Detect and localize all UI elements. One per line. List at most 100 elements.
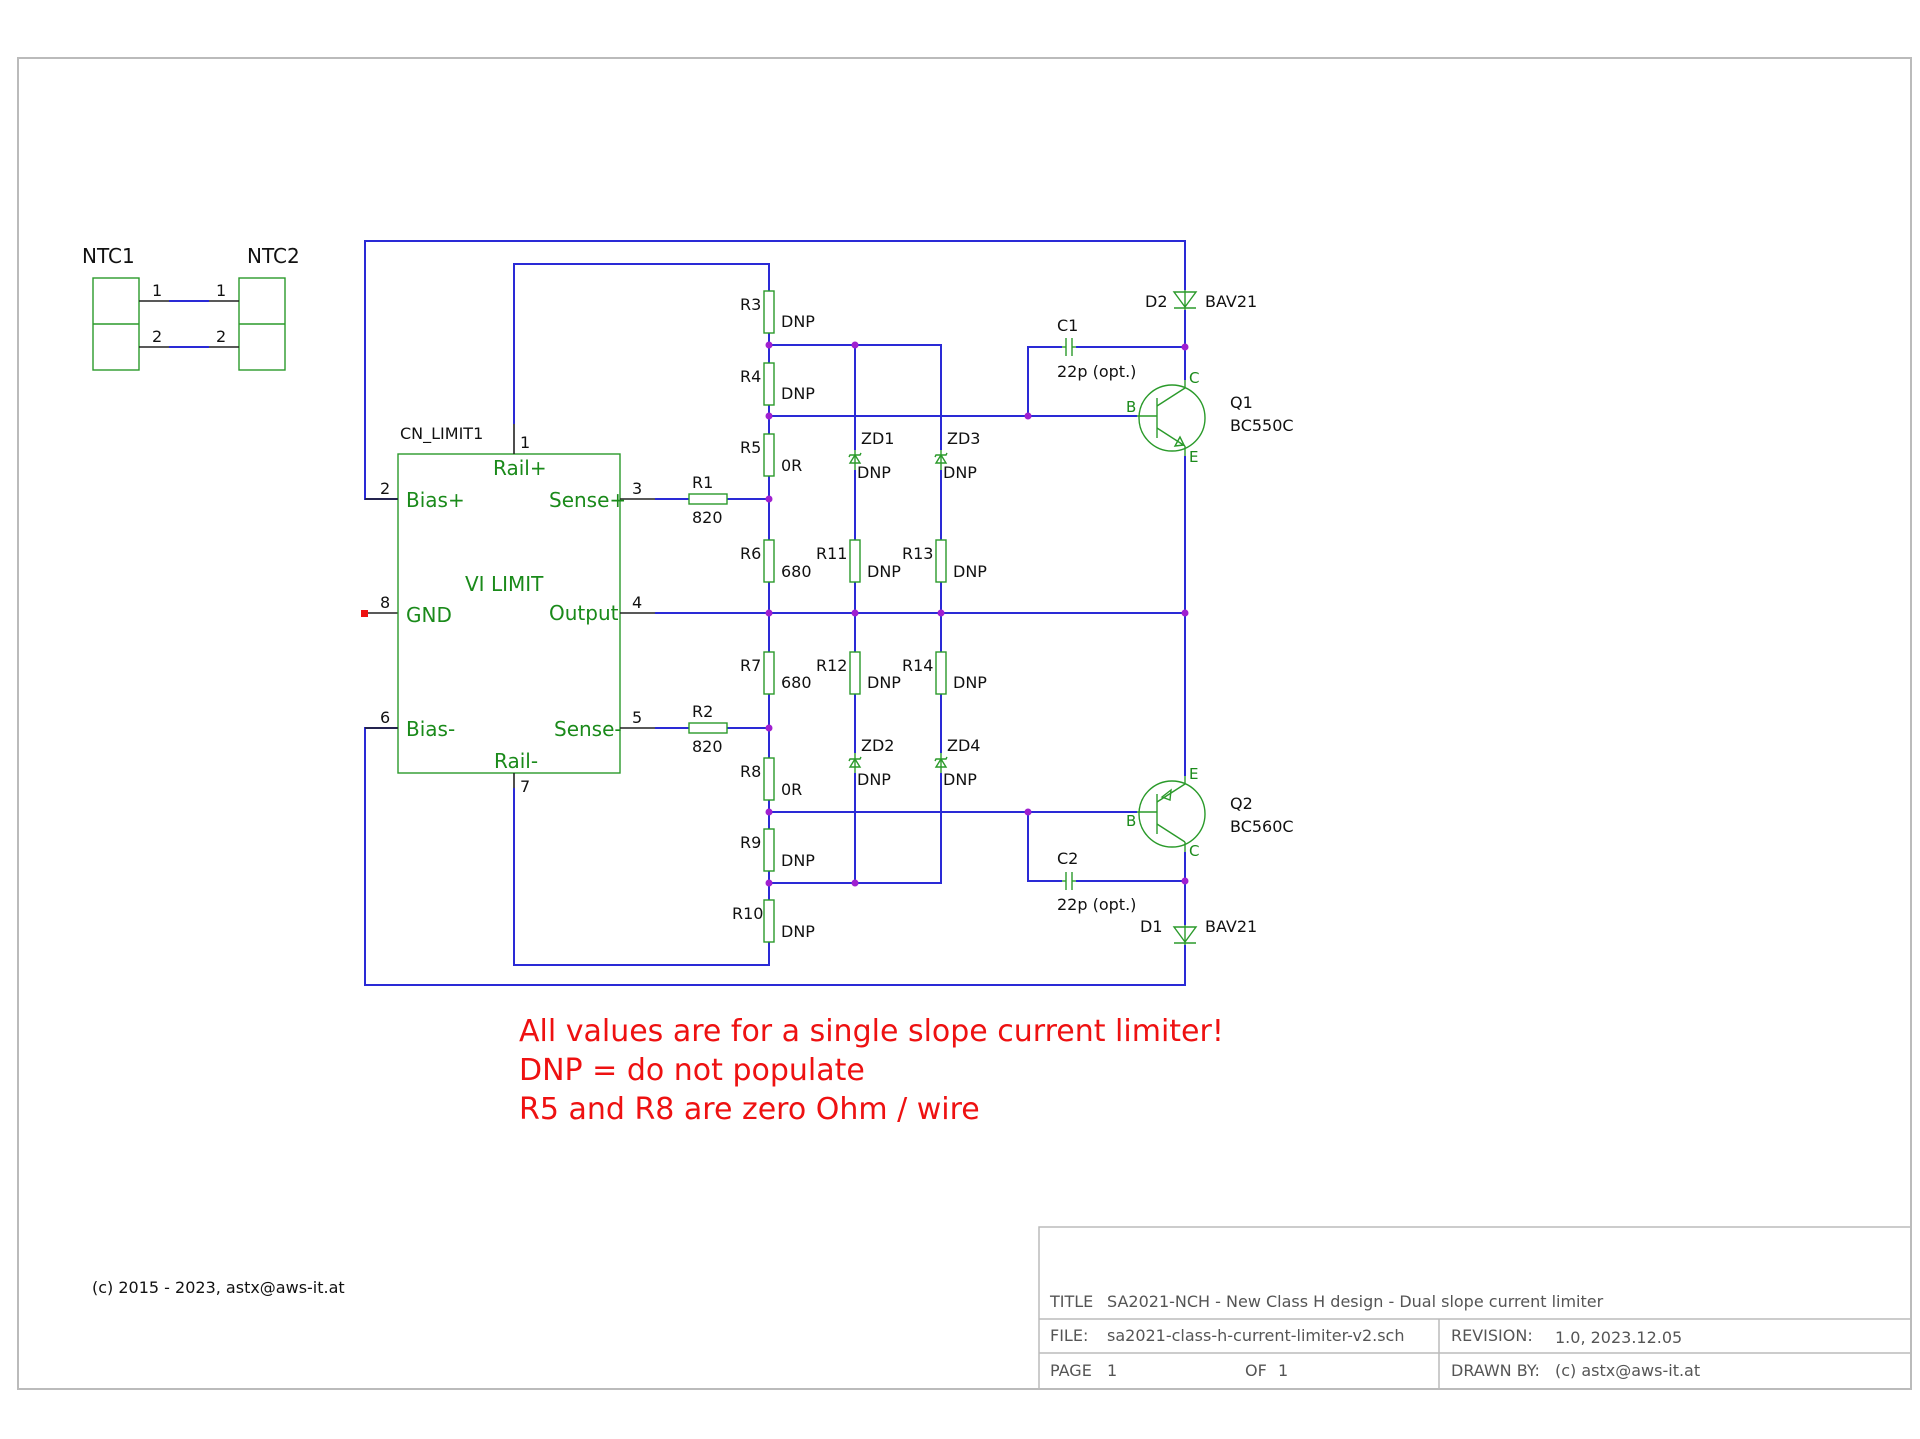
ntc1-connector: NTC1: [82, 244, 140, 371]
resistor-r7: R7 680: [740, 651, 812, 695]
r8-value: 0R: [781, 780, 802, 799]
sheet-border: [17, 57, 1912, 1390]
q1-pin-b: B: [1126, 398, 1136, 416]
page-value: 1: [1107, 1361, 1117, 1380]
drawn-by-value: (c) astx@aws-it.at: [1555, 1361, 1700, 1380]
pin-num-4: 4: [632, 593, 642, 612]
resistor-r2: R2 820: [688, 702, 728, 756]
r13-value: DNP: [953, 562, 987, 581]
zd2-ref: ZD2: [861, 736, 894, 755]
r6-value: 680: [781, 562, 812, 581]
r4-ref: R4: [740, 367, 761, 386]
pin-name-rail-minus: Rail-: [494, 749, 538, 773]
capacitor-c2: C2 22p (opt.): [1057, 849, 1136, 914]
ntc1-pin-2: 2: [152, 327, 162, 346]
r4-value: DNP: [781, 384, 815, 403]
title-label: TITLE: [1049, 1292, 1093, 1311]
q1-value: BC550C: [1230, 416, 1294, 435]
of-label: OF: [1245, 1361, 1267, 1380]
resistor-r6: R6 680: [740, 539, 812, 583]
zener-zd2: ZD2 DNP: [848, 736, 894, 789]
zener-zd4: ZD4 DNP: [934, 736, 980, 789]
drawn-by-label: DRAWN BY:: [1451, 1361, 1540, 1380]
d2-ref: D2: [1145, 292, 1168, 311]
q1-pin-e: E: [1189, 448, 1198, 466]
q2-pin-b: B: [1126, 812, 1136, 830]
ntc1-pin-1: 1: [152, 281, 162, 300]
resistor-r14: R14 DNP: [902, 651, 987, 695]
ntc2-ref: NTC2: [247, 244, 300, 268]
c1-ref: C1: [1057, 316, 1078, 335]
r2-value: 820: [692, 737, 723, 756]
pin-num-3: 3: [632, 479, 642, 498]
zd4-value: DNP: [943, 770, 977, 789]
file-label: FILE:: [1050, 1326, 1088, 1345]
resistor-r3: R3 DNP: [740, 290, 815, 334]
pin-num-7: 7: [520, 777, 530, 796]
r1-ref: R1: [692, 473, 713, 492]
revision-value: 1.0, 2023.12.05: [1555, 1328, 1682, 1347]
r11-ref: R11: [816, 544, 847, 563]
q1-ref: Q1: [1230, 393, 1253, 412]
cn-limit1-ref: CN_LIMIT1: [400, 424, 483, 444]
d2-value: BAV21: [1205, 292, 1257, 311]
resistor-r5: R5 0R: [740, 433, 802, 477]
zener-zd1: ZD1 DNP: [848, 429, 894, 482]
gnd-no-connect-marker: [361, 610, 368, 617]
r12-value: DNP: [867, 673, 901, 692]
copyright-text: (c) 2015 - 2023, astx@aws-it.at: [92, 1278, 345, 1297]
ntc2-pin-2: 2: [216, 327, 226, 346]
of-value: 1: [1278, 1361, 1288, 1380]
pin-num-2: 2: [380, 479, 390, 498]
ntc1-ref: NTC1: [82, 244, 135, 268]
r2-ref: R2: [692, 702, 713, 721]
r5-value: 0R: [781, 456, 802, 475]
r6-ref: R6: [740, 544, 761, 563]
q1-pin-c: C: [1189, 369, 1199, 387]
resistor-r10: R10 DNP: [732, 899, 815, 943]
r7-ref: R7: [740, 656, 761, 675]
pin-name-gnd: GND: [406, 603, 452, 627]
r11-value: DNP: [867, 562, 901, 581]
r3-ref: R3: [740, 295, 761, 314]
ntc2-connector: NTC2: [238, 244, 300, 371]
zd4-ref: ZD4: [947, 736, 980, 755]
c2-ref: C2: [1057, 849, 1078, 868]
note-line-3: R5 and R8 are zero Ohm / wire: [519, 1092, 980, 1127]
transistor-q1: B C E Q1 BC550C: [1126, 369, 1294, 466]
r8-ref: R8: [740, 762, 761, 781]
junctions: [765, 341, 1189, 887]
r1-value: 820: [692, 508, 723, 527]
r14-ref: R14: [902, 656, 933, 675]
zener-zd3: ZD3 DNP: [934, 429, 980, 482]
q2-ref: Q2: [1230, 794, 1253, 813]
q2-pin-e: E: [1189, 765, 1198, 783]
r10-value: DNP: [781, 922, 815, 941]
r13-ref: R13: [902, 544, 933, 563]
pin-num-1: 1: [520, 433, 530, 452]
pin-num-6: 6: [380, 708, 390, 727]
cn-limit1-block: CN_LIMIT1 VI LIMIT 1 2 3 4 5 6 7 8 Rail+…: [365, 424, 655, 796]
r12-ref: R12: [816, 656, 847, 675]
resistor-r11: R11 DNP: [816, 539, 901, 583]
capacitor-c1: C1 22p (opt.): [1057, 316, 1136, 381]
pin-name-sense-plus: Sense+: [549, 488, 626, 512]
d1-ref: D1: [1140, 917, 1163, 936]
zd1-value: DNP: [857, 463, 891, 482]
d1-value: BAV21: [1205, 917, 1257, 936]
diode-d2: D2 BAV21: [1145, 290, 1257, 311]
r14-value: DNP: [953, 673, 987, 692]
r9-value: DNP: [781, 851, 815, 870]
title-block: TITLE SA2021-NCH - New Class H design - …: [1038, 1226, 1912, 1390]
c1-value: 22p (opt.): [1057, 362, 1136, 381]
pin-name-output: Output: [549, 601, 619, 625]
diode-d1: D1 BAV21: [1140, 917, 1257, 945]
transistor-q2: B E C Q2 BC560C: [1126, 765, 1294, 860]
resistor-r4: R4 DNP: [740, 362, 815, 406]
q2-pin-c: C: [1189, 842, 1199, 860]
zd3-ref: ZD3: [947, 429, 980, 448]
resistor-r13: R13 DNP: [902, 539, 987, 583]
revision-label: REVISION:: [1451, 1326, 1533, 1345]
wires: [361, 240, 1186, 986]
resistor-r1: R1 820: [688, 473, 728, 527]
